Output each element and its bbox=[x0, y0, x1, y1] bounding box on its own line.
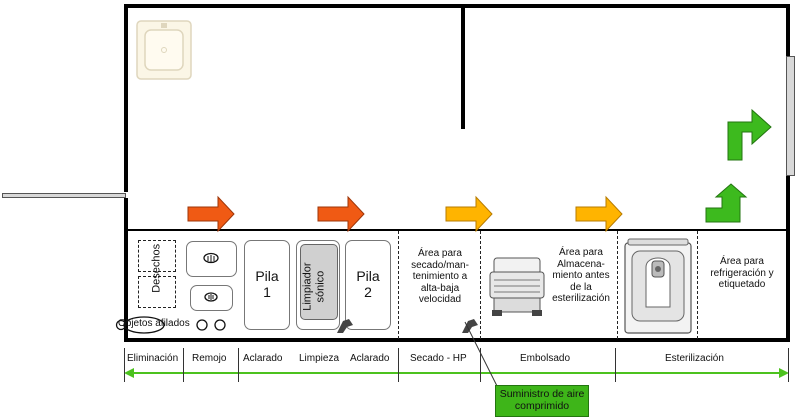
sealer-machine-icon bbox=[489, 257, 545, 316]
stage-label-embolsado: Embolsado bbox=[520, 353, 571, 364]
stage-label-eliminacion: Eliminación bbox=[127, 353, 179, 364]
timeline-tick bbox=[124, 348, 125, 382]
wall-right-lower bbox=[786, 176, 790, 342]
stage-label-limpieza: Limpieza bbox=[299, 353, 340, 364]
wall-bottom bbox=[124, 338, 790, 342]
air-supply-label: Suministro de aire comprimido bbox=[499, 388, 585, 413]
sink-2-label: Pila 2 bbox=[356, 268, 380, 301]
wall-right-upper bbox=[786, 4, 790, 56]
soak-basin-1 bbox=[186, 241, 237, 277]
wall-left-upper bbox=[124, 4, 128, 192]
timeline-tick bbox=[238, 348, 239, 382]
flow-arrow-icon bbox=[705, 183, 748, 223]
left-door bbox=[2, 193, 126, 198]
flow-arrow-icon bbox=[575, 195, 623, 233]
sharps-containers bbox=[115, 316, 226, 334]
flow-arrow-icon bbox=[317, 195, 365, 233]
stage-label-remojo: Remojo bbox=[192, 353, 227, 364]
waste-box-2 bbox=[138, 276, 176, 308]
sink-2 bbox=[345, 240, 391, 330]
air-gun-icon bbox=[462, 319, 478, 333]
separator-sterilizer-right bbox=[697, 231, 698, 339]
waste-box bbox=[138, 240, 176, 272]
sterilizer-icon bbox=[624, 238, 692, 334]
sharps-label: Objetos afilados bbox=[118, 318, 190, 329]
timeline-tick bbox=[788, 348, 789, 382]
wall-top bbox=[124, 4, 790, 8]
counter-line bbox=[124, 229, 790, 231]
timeline-tick bbox=[183, 348, 184, 382]
timeline-tick bbox=[398, 348, 399, 382]
sink-1 bbox=[244, 240, 290, 330]
stage-label-esterilizacion: Esterilización bbox=[665, 353, 724, 364]
sink-icon bbox=[136, 20, 192, 80]
stage-label-aclarado-1: Aclarado bbox=[243, 353, 283, 364]
timeline-tick bbox=[615, 348, 616, 382]
timeline-tick bbox=[480, 348, 481, 382]
right-door bbox=[786, 56, 795, 176]
separator-drying-right bbox=[480, 231, 481, 339]
separator-drying-left bbox=[398, 231, 399, 339]
separator-sterilizer-left bbox=[617, 231, 618, 339]
flow-arrow-icon bbox=[445, 195, 493, 233]
air-supply-box bbox=[495, 385, 589, 417]
flow-arrow-icon bbox=[187, 195, 235, 233]
air-gun-icon bbox=[337, 319, 353, 333]
stage-label-aclarado-2: Aclarado bbox=[350, 353, 390, 364]
wall-left-lower bbox=[124, 198, 128, 342]
storage-label: Área para Almacena-miento antes de la es… bbox=[552, 247, 610, 304]
labeling-label: Área para refrigeración y etiquetado bbox=[710, 256, 774, 290]
drying-label: Área para secado/man-tenimiento a alta-b… bbox=[411, 248, 469, 305]
flow-arrow-icon bbox=[727, 108, 772, 161]
stage-label-secado: Secado - HP bbox=[410, 353, 467, 364]
sink-1-label: Pila 1 bbox=[255, 268, 279, 301]
soak-basin-2 bbox=[190, 285, 233, 311]
wall-partition-1 bbox=[461, 4, 465, 129]
sonic-core bbox=[300, 244, 338, 320]
